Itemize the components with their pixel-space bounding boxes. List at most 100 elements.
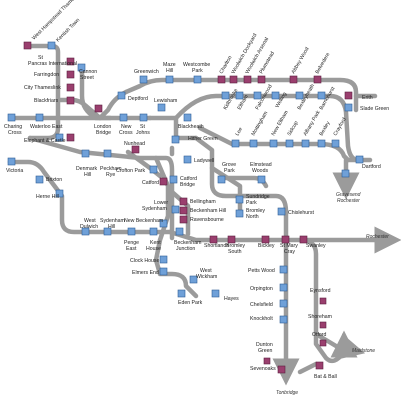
label-deptford: Deptford bbox=[128, 96, 148, 102]
station-marker-ravensbourne[interactable] bbox=[179, 215, 188, 224]
station-marker-barnehurst[interactable] bbox=[317, 91, 326, 100]
station-marker-st-johns[interactable] bbox=[139, 113, 148, 122]
station-marker-bromley-south[interactable] bbox=[227, 235, 236, 244]
station-marker-victoria[interactable] bbox=[7, 157, 16, 166]
station-marker-waterloo-east[interactable] bbox=[35, 113, 44, 122]
station-marker-gravesend[interactable] bbox=[341, 169, 350, 178]
station-marker-petts-wood[interactable] bbox=[279, 265, 288, 274]
station-marker-hither-green[interactable] bbox=[171, 135, 180, 144]
station-marker-dartford[interactable] bbox=[355, 155, 364, 164]
station-marker-sidcup[interactable] bbox=[285, 139, 294, 148]
station-marker-woolwich-arsenal[interactable] bbox=[243, 75, 252, 84]
station-marker-blackheath[interactable] bbox=[183, 113, 192, 122]
label-cannon-street-l1: Cannon bbox=[79, 69, 97, 75]
station-marker-charing-cross[interactable] bbox=[7, 113, 16, 122]
station-marker-swanley[interactable] bbox=[299, 235, 308, 244]
station-marker-welling[interactable] bbox=[271, 91, 280, 100]
station-marker-shortlands[interactable] bbox=[209, 235, 218, 244]
station-marker-bat-ball[interactable] bbox=[315, 361, 324, 370]
station-marker-city-thameslink[interactable] bbox=[66, 83, 75, 92]
station-marker-new-cross[interactable] bbox=[119, 113, 128, 122]
station-marker-kent-house[interactable] bbox=[149, 227, 158, 236]
station-marker-lower-sydenham[interactable] bbox=[171, 205, 180, 214]
station-marker-penge-east[interactable] bbox=[127, 227, 136, 236]
station-marker-orpington[interactable] bbox=[279, 283, 288, 292]
station-marker-abbey-wood[interactable] bbox=[289, 75, 298, 84]
station-marker-crayford[interactable] bbox=[331, 139, 340, 148]
station-marker-new-eltham[interactable] bbox=[269, 139, 278, 148]
station-marker-belvedere[interactable] bbox=[313, 75, 322, 84]
station-marker-plumstead[interactable] bbox=[257, 75, 266, 84]
station-marker-elephant[interactable] bbox=[66, 133, 75, 142]
label-st-mary-cray-l2: Cray bbox=[284, 249, 295, 255]
station-marker-nunhead[interactable] bbox=[131, 145, 140, 154]
label-penge-east-l1: Penge bbox=[124, 240, 139, 246]
station-marker-bexley[interactable] bbox=[317, 139, 326, 148]
station-marker-london-bridge[interactable] bbox=[94, 104, 103, 113]
station-marker-beckenham-junction[interactable] bbox=[175, 227, 184, 236]
station-marker-brixton[interactable] bbox=[35, 175, 44, 184]
station-marker-elmers-end[interactable] bbox=[159, 267, 168, 276]
station-marker-clock-house[interactable] bbox=[159, 255, 168, 264]
station-marker-ladywell[interactable] bbox=[183, 155, 192, 164]
station-marker-denmark-hill[interactable] bbox=[81, 149, 90, 158]
station-marker-beckenham-hill[interactable] bbox=[179, 206, 188, 215]
station-marker-elephant-blue[interactable] bbox=[55, 133, 64, 142]
station-marker-bickley[interactable] bbox=[261, 235, 270, 244]
station-marker-eltham[interactable] bbox=[235, 91, 244, 100]
station-marker-westcombe-park[interactable] bbox=[193, 75, 202, 84]
station-marker-greenwich[interactable] bbox=[139, 75, 148, 84]
station-marker-bromley-north[interactable] bbox=[235, 209, 244, 218]
station-marker-herne-hill[interactable] bbox=[55, 189, 64, 198]
station-marker-lee[interactable] bbox=[231, 139, 240, 148]
station-marker-chislehurst[interactable] bbox=[277, 207, 286, 216]
station-marker-eden-park[interactable] bbox=[177, 289, 186, 298]
station-marker-farringdon[interactable] bbox=[66, 70, 75, 79]
station-marker-blackfriars[interactable] bbox=[66, 96, 75, 105]
station-marker-hayes[interactable] bbox=[211, 289, 220, 298]
station-marker-falconwood[interactable] bbox=[253, 91, 262, 100]
station-marker-dunton-green[interactable] bbox=[263, 357, 271, 365]
station-marker-deptford[interactable] bbox=[117, 91, 126, 100]
station-marker-maze-hill[interactable] bbox=[165, 75, 174, 84]
station-marker-erith[interactable] bbox=[344, 91, 353, 100]
station-marker-sydenham-hill[interactable] bbox=[103, 227, 112, 236]
station-marker-shoreham[interactable] bbox=[319, 321, 327, 329]
label-orpington: Orpington bbox=[250, 286, 273, 292]
track-greenwich-line bbox=[97, 77, 359, 121]
station-marker-mottingham[interactable] bbox=[249, 139, 258, 148]
station-marker-west-wickham[interactable] bbox=[189, 275, 198, 284]
station-marker-bexleyheath[interactable] bbox=[295, 91, 304, 100]
station-marker-kidbrooke[interactable] bbox=[221, 91, 230, 100]
station-marker-slade-green[interactable] bbox=[344, 103, 353, 112]
station-marker-peckham-rye[interactable] bbox=[103, 149, 112, 158]
station-marker-catford-bridge[interactable] bbox=[169, 175, 178, 184]
station-marker-cannon-street[interactable] bbox=[77, 63, 86, 72]
station-marker-woolwich-dockyard[interactable] bbox=[229, 75, 238, 84]
station-marker-bellingham[interactable] bbox=[179, 197, 188, 206]
station-marker-grove-park[interactable] bbox=[217, 175, 226, 184]
station-marker-sundridge-park[interactable] bbox=[235, 195, 244, 204]
station-marker-elmstead-woods[interactable] bbox=[257, 175, 266, 184]
station-marker-west-dulwich[interactable] bbox=[81, 227, 90, 236]
station-marker-chelsfield[interactable] bbox=[279, 299, 288, 308]
station-marker-otford[interactable] bbox=[319, 339, 327, 347]
station-marker-st-pancras[interactable] bbox=[66, 57, 75, 66]
station-marker-albany-park[interactable] bbox=[301, 139, 310, 148]
station-marker-new-beckenham[interactable] bbox=[159, 219, 168, 228]
station-marker-st-mary-cray[interactable] bbox=[281, 235, 290, 244]
station-marker-sevenoaks[interactable] bbox=[277, 365, 286, 374]
station-marker-charlton[interactable] bbox=[217, 75, 226, 84]
station-marker-knockholt[interactable] bbox=[279, 315, 288, 324]
station-marker-kentish-town[interactable] bbox=[47, 41, 56, 50]
station-marker-catford[interactable] bbox=[159, 177, 168, 186]
station-marker-eynsford[interactable] bbox=[319, 297, 327, 305]
station-marker-crofton-park[interactable] bbox=[149, 165, 158, 174]
station-marker-west-hampstead[interactable] bbox=[23, 41, 32, 50]
station-marker-lewisham[interactable] bbox=[157, 103, 166, 112]
label-knockholt: Knockholt bbox=[250, 316, 273, 322]
